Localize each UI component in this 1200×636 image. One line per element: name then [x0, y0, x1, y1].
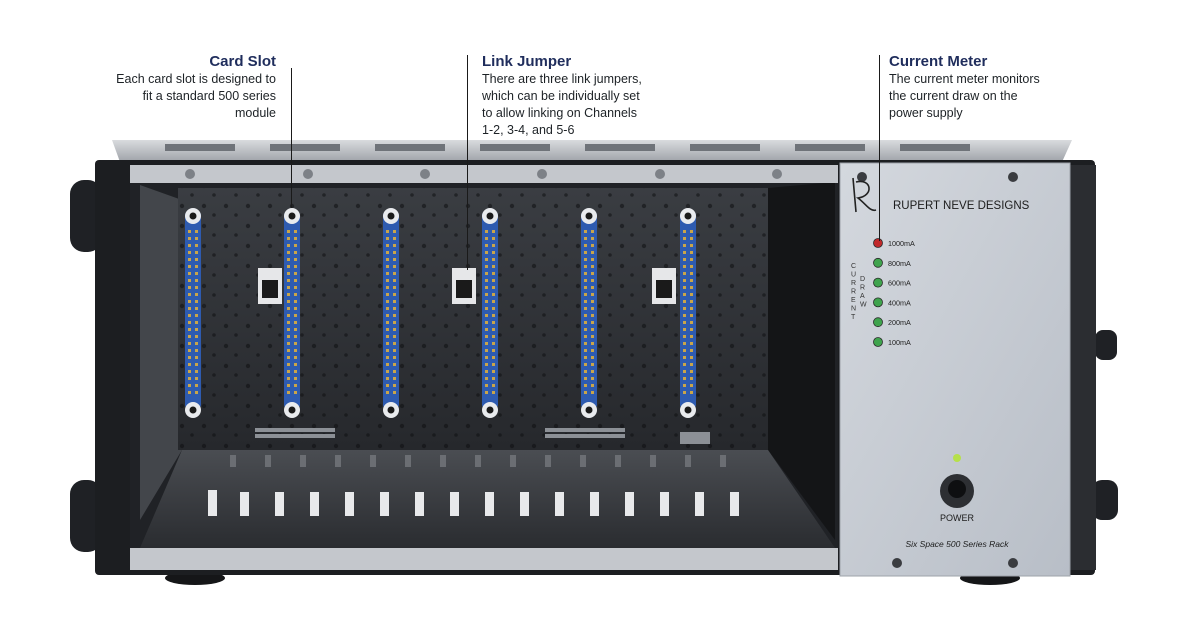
link-jumper: [258, 268, 282, 304]
meter-led: [873, 277, 883, 288]
power-label: POWER: [940, 513, 975, 523]
current-meter-line: power supply: [889, 106, 963, 120]
current-meter-title: Current Meter: [889, 53, 988, 70]
card-slot-leader: [291, 68, 293, 208]
card-slot-line: fit a standard 500 series: [142, 89, 276, 103]
card-slot-connector: [185, 208, 201, 418]
meter-led: [873, 238, 883, 248]
card-slot-connector: [383, 208, 399, 418]
meter-label: 1000mA: [888, 239, 915, 248]
top-vents: [165, 144, 970, 151]
brand-name: RUPERT NEVE DESIGNS: [893, 200, 1030, 212]
rnd-logo-icon: [852, 177, 877, 213]
current-meter-line: the current draw on the: [889, 89, 1018, 103]
card-slot-line: Each card slot is designed to: [116, 72, 276, 86]
current-meter-callout: Current Meter The current meter monitors…: [889, 53, 1109, 122]
chassis-side: [1070, 165, 1096, 570]
card-slot-connector: [581, 208, 597, 418]
left-handle: [70, 180, 102, 252]
link-jumper-leader: [467, 55, 469, 270]
link-jumper-callout: Link Jumper There are three link jumpers…: [482, 53, 712, 139]
panel-screws: [857, 172, 1018, 568]
backplane-holes: [178, 188, 768, 450]
link-jumper-line: 1-2, 3-4, and 5-6: [482, 123, 575, 137]
card-slot-connectors: [185, 208, 696, 418]
meter-label: 600mA: [888, 279, 911, 288]
meter-led: [873, 337, 883, 347]
card-slot-callout: Card Slot Each card slot is designed to …: [40, 53, 276, 122]
floor-vents: [208, 490, 739, 516]
floor-slots-back: [230, 455, 726, 467]
current-meter-line: The current meter monitors: [889, 72, 1040, 86]
link-jumper-line: There are three link jumpers,: [482, 72, 642, 86]
meter-label: 400mA: [888, 298, 911, 307]
meter-led: [873, 297, 883, 308]
link-jumper-line: which can be individually set: [482, 89, 640, 103]
card-slot-connector: [284, 208, 300, 418]
card-slot-title: Card Slot: [209, 53, 276, 70]
meter-led: [873, 317, 883, 328]
card-slot-line: module: [235, 106, 276, 120]
power-switch[interactable]: [948, 480, 966, 498]
link-jumper-line: to allow linking on Channels: [482, 106, 637, 120]
link-jumper-title: Link Jumper: [482, 53, 572, 70]
link-jumper: [452, 268, 476, 304]
link-jumper: [652, 268, 676, 304]
right-wall: [768, 182, 835, 540]
left-handle: [70, 480, 102, 552]
bottom-rail: [130, 548, 838, 570]
model-name: Six Space 500 Series Rack: [906, 539, 1010, 549]
meter-led: [873, 257, 883, 268]
right-handle: [1092, 480, 1118, 520]
right-handle: [1095, 330, 1117, 360]
link-jumper-description: There are three link jumpers, which can …: [482, 71, 712, 139]
rail-screws: [185, 169, 782, 179]
pcb-pins: [255, 428, 710, 444]
meter-label: 200mA: [888, 318, 911, 327]
current-meter-description: The current meter monitors the current d…: [889, 71, 1109, 122]
meter-label: 800mA: [888, 259, 911, 268]
card-slot-description: Each card slot is designed to fit a stan…: [40, 71, 276, 122]
card-slot-connector: [680, 208, 696, 418]
top-rail: [130, 165, 838, 183]
meter-label: 100mA: [888, 338, 911, 347]
current-meter-leader: [879, 55, 881, 241]
card-slot-connector: [482, 208, 498, 418]
power-led: [953, 454, 961, 462]
left-wall: [140, 185, 182, 520]
